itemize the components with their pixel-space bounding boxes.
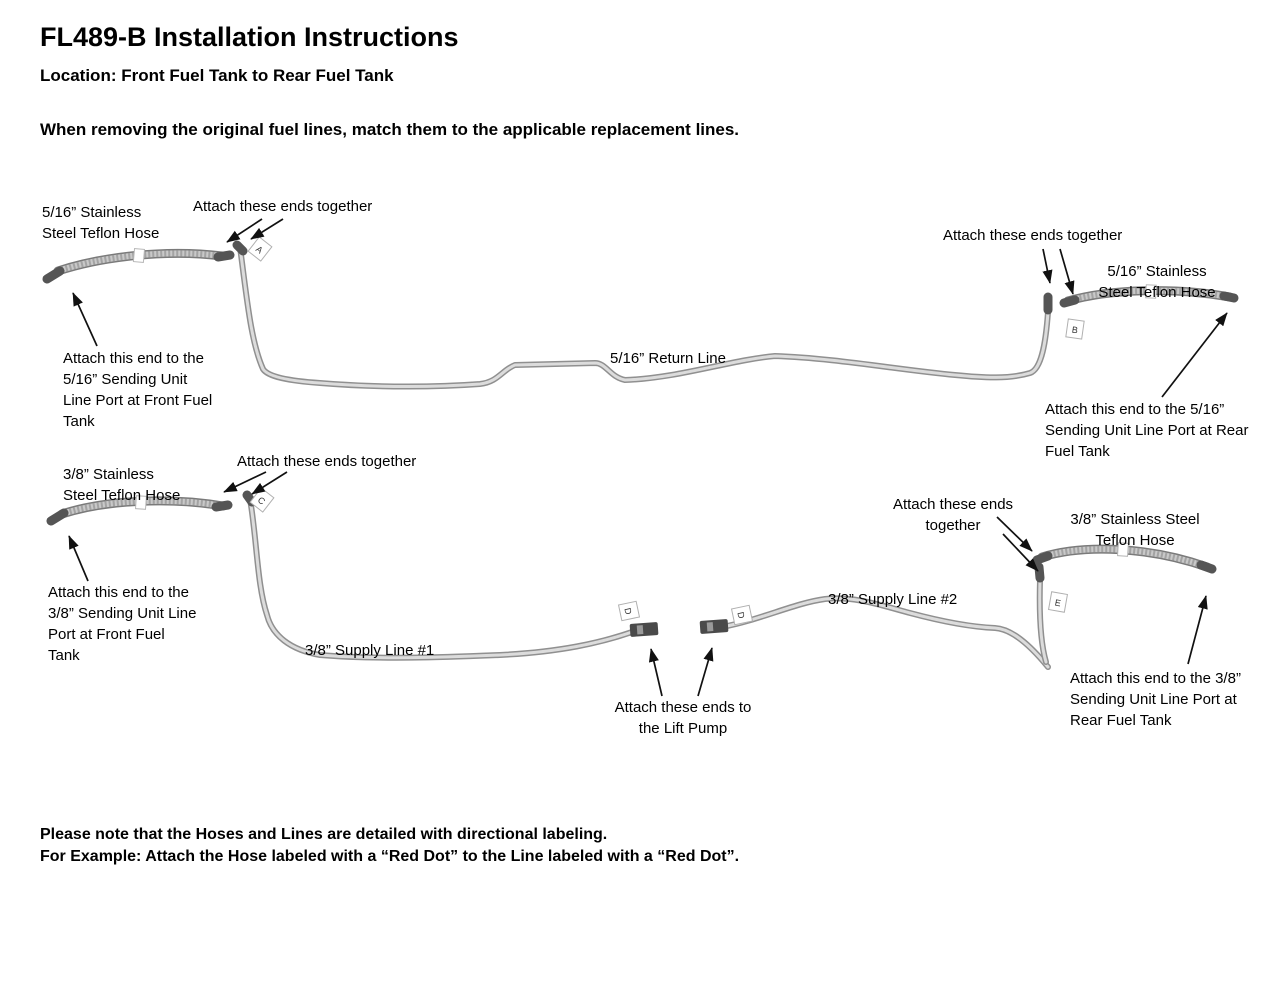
label-attach-front-516: Attach this end to the 5/16” Sending Uni… — [63, 350, 213, 430]
instruction-text: When removing the original fuel lines, m… — [40, 120, 740, 139]
lift-pump-connector-right — [699, 619, 729, 634]
footer-note-line1: Please note that the Hoses and Lines are… — [40, 826, 608, 843]
hose-label-bands — [132, 248, 1157, 557]
label-supply-line-2: 3/8” Supply Line #2 — [828, 591, 958, 608]
part-letter-e: E — [1054, 598, 1062, 609]
label-attach-top-left: Attach these ends together — [193, 198, 373, 215]
location-subtitle: Location: Front Fuel Tank to Rear Fuel T… — [40, 66, 394, 85]
supply-line-1-tube — [250, 499, 632, 658]
end-fittings — [42, 240, 1239, 583]
supply-line-2-riser-tube — [1040, 580, 1046, 662]
page-title: FL489-B Installation Instructions — [40, 22, 459, 52]
part-tag-e: E — [1047, 591, 1069, 613]
label-hose-516-left: 5/16” Stainless Steel Teflon Hose — [42, 204, 160, 242]
part-letter-a: A — [254, 244, 265, 256]
label-attach-rear-516: Attach this end to the 5/16” Sending Uni… — [1045, 401, 1249, 460]
part-tag-d1: D — [617, 600, 641, 622]
part-letter-c: C — [256, 495, 268, 507]
label-attach-right-together: Attach these ends together — [892, 496, 1014, 534]
label-attach-front-38: Attach this end to the 3/8” Sending Unit… — [48, 584, 197, 664]
label-attach-lift-pump: Attach these ends to the Lift Pump — [614, 699, 752, 737]
lift-pump-connector-left — [629, 622, 659, 637]
part-tag-b: B — [1065, 318, 1085, 340]
part-tag-a: A — [247, 236, 273, 262]
label-hose-38-left: 3/8” Stainless Steel Teflon Hose — [63, 466, 181, 504]
part-letter-d2: D — [735, 611, 746, 620]
label-supply-line-1: 3/8” Supply Line #1 — [305, 642, 435, 659]
label-attach-top-right: Attach these ends together — [943, 227, 1123, 244]
annotation-arrows — [68, 218, 1228, 697]
label-attach-mid-left: Attach these ends together — [237, 453, 417, 470]
part-letter-d1: D — [622, 607, 633, 616]
part-tag-d2: D — [730, 604, 754, 626]
label-return-line: 5/16” Return Line — [610, 350, 726, 367]
label-attach-rear-38: Attach this end to the 3/8” Sending Unit… — [1070, 670, 1241, 729]
part-letter-b: B — [1071, 325, 1078, 336]
footer-note-line2: For Example: Attach the Hose labeled wit… — [40, 848, 740, 865]
label-hose-516-right: 5/16” Stainless Steel Teflon Hose — [1098, 263, 1216, 301]
label-hose-38-right: 3/8” Stainless Steel Teflon Hose — [1070, 511, 1200, 549]
part-tag-c: C — [249, 487, 275, 513]
